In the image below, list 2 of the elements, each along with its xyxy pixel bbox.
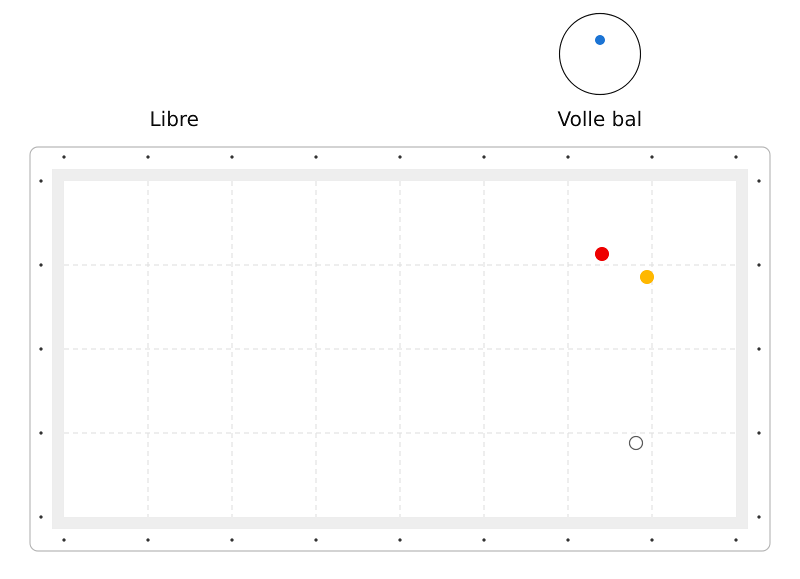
- shot-type-label: Volle bal: [558, 107, 642, 131]
- game-mode-label: Libre: [150, 107, 199, 131]
